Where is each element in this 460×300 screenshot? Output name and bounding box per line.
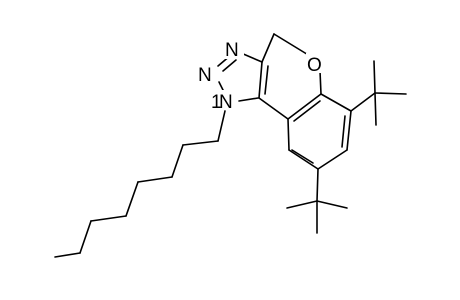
bond-octyl-c6-c7 xyxy=(79,220,92,254)
benzene-ring xyxy=(287,93,352,170)
bond-c6-to-quaternary-carbon xyxy=(350,92,376,112)
octyl-chain xyxy=(54,110,226,258)
bond-octyl-c5-c6 xyxy=(90,215,127,222)
bond-n-alkyl-to-c9b xyxy=(238,97,259,102)
bond-tbu-lower-methyl-left xyxy=(286,200,318,209)
bond-c9b-to-c9a xyxy=(258,97,289,120)
nitrogen-left-label: N xyxy=(198,65,212,86)
pyran-ring xyxy=(258,33,322,120)
bond-c3a-to-ch2 xyxy=(261,33,275,63)
bond-c8-to-quaternary-carbon xyxy=(316,168,319,202)
bond-tbu-upper-methyl-right xyxy=(374,92,407,95)
bond-c9a-to-c8a xyxy=(287,93,322,120)
nitrogen-alkyl-locant-label: 1 xyxy=(211,92,222,113)
n-alkyl-label-background xyxy=(217,90,238,110)
tert-butyl-group-upper xyxy=(350,60,407,126)
bond-n-to-octyl-c1 xyxy=(217,110,226,142)
triazole-ring xyxy=(217,52,269,102)
bond-n-top-to-c3a xyxy=(240,52,263,63)
bond-tbu-upper-methyl-bottom xyxy=(374,92,377,126)
n-top-label-background xyxy=(224,38,244,59)
nitrogen-top-label: N xyxy=(225,40,239,61)
bond-o-to-c8a xyxy=(319,70,322,95)
n-left-label-background xyxy=(197,63,217,85)
bond-c7-to-c8 xyxy=(317,149,348,170)
bond-octyl-c2-c3 xyxy=(171,144,184,178)
bond-octyl-c1-c2 xyxy=(182,140,219,146)
nitrogen-alkyl-label: N xyxy=(219,92,233,113)
bond-c9-to-c9a xyxy=(287,118,290,151)
bond-c6-to-c7-double xyxy=(341,115,346,148)
tert-butyl-group-lower xyxy=(286,168,348,234)
oxygen-label: O xyxy=(307,55,322,76)
bond-tbu-lower-methyl-right xyxy=(316,200,348,209)
bond-c9b-to-c3a xyxy=(258,61,263,99)
bond-octyl-c7-c8 xyxy=(54,252,81,258)
bond-c9a-to-c8a-double xyxy=(293,100,321,122)
bond-octyl-c3-c4 xyxy=(137,176,173,183)
atom-labels: N N N 1 O xyxy=(197,38,328,113)
bond-octyl-c4-c5 xyxy=(125,181,139,217)
bond-tbu-upper-methyl-top xyxy=(373,60,376,94)
o-label-background xyxy=(306,53,328,73)
bond-c8-to-c9 xyxy=(288,149,319,170)
bond-c8a-to-c6 xyxy=(320,93,352,112)
bond-n-top-to-n-left-double xyxy=(222,59,237,72)
bond-ch2-to-o xyxy=(273,33,311,57)
bond-c9b-to-c3a-double xyxy=(264,65,269,95)
bond-c8-to-c9-double xyxy=(291,149,314,164)
bond-c6-to-c7 xyxy=(346,110,352,151)
